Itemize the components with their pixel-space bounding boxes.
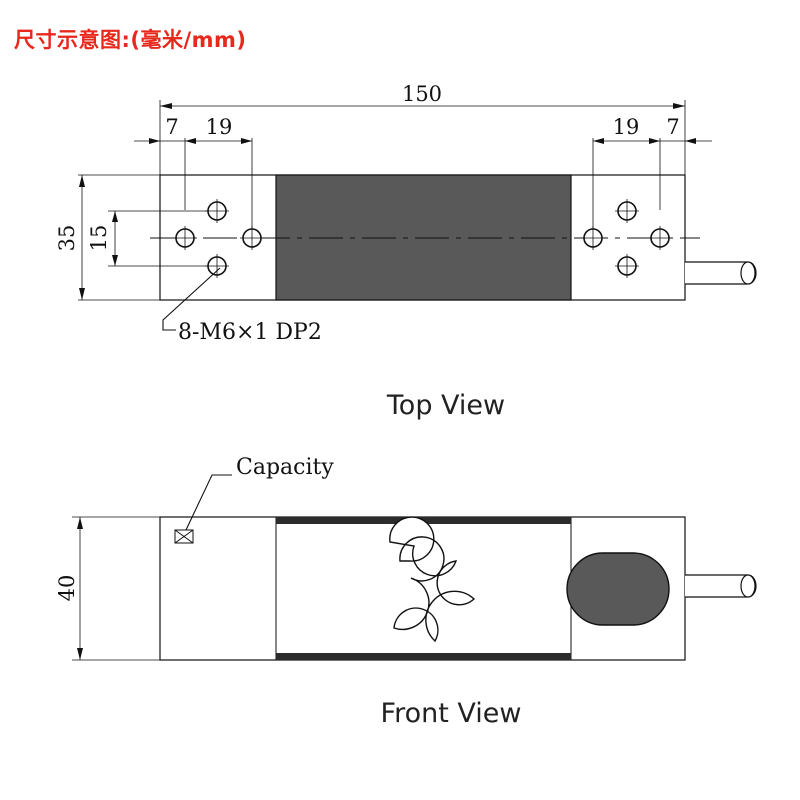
mounting-hole [205,254,229,278]
mounting-hole [173,226,197,250]
page-title: 尺寸示意图:(毫米/mm) [14,28,247,52]
overall-length-label: 150 [402,82,442,106]
thread-leader-line [162,267,221,331]
front-view-label: Front View [381,698,522,729]
left-mounting-holes [173,199,264,278]
front-height-label: 40 [55,575,79,602]
front-lower-groove [276,653,571,660]
front-height-dimension [72,516,160,661]
top-view-label: Top View [386,390,505,421]
mounting-hole [581,226,605,250]
thread-spec-label: 8-M6×1 DP2 [178,320,322,345]
mounting-hole [205,199,229,223]
hole-pitch-dimension [108,210,207,267]
top-left-hole-dimensions [134,138,253,230]
right-edge-offset-label: 7 [666,115,679,139]
front-view-cable [685,574,757,598]
capacity-mark-icon [174,529,194,544]
right-hole-spacing-label: 19 [613,115,640,139]
mounting-hole [240,226,264,250]
capacity-leader-line [185,474,232,531]
mounting-hole [648,226,672,250]
flexure-cutout [389,516,476,643]
left-hole-spacing-label: 19 [206,115,233,139]
top-view-cable [685,261,757,285]
capacity-label: Capacity [236,455,334,480]
right-mounting-holes [581,199,672,278]
left-edge-offset-label: 7 [165,115,178,139]
hole-pitch-label: 15 [87,225,111,252]
top-width-label: 35 [55,225,79,252]
top-width-dimension [78,174,160,301]
strain-gauge-cover [566,552,670,626]
top-right-hole-dimensions [592,138,712,230]
front-view [72,474,757,661]
top-overall-dimension [159,100,686,175]
top-view [78,100,757,331]
mounting-hole [615,199,639,223]
mounting-hole [615,254,639,278]
